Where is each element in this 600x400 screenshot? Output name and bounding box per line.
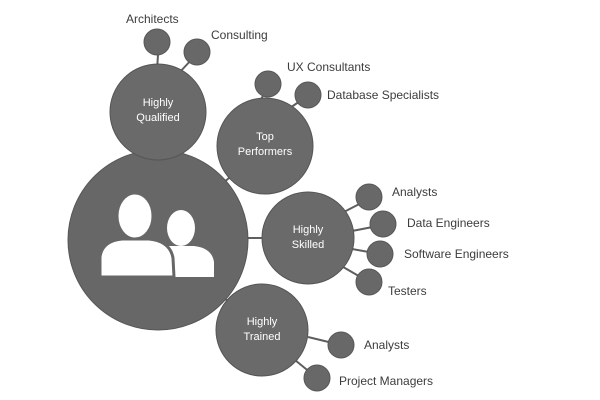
leaf-trained-analysts-label: Analysts (364, 338, 409, 352)
leaf-ux-dot (254, 70, 282, 98)
skilled-label-line2: Skilled (292, 239, 324, 251)
qualified-label-line1: Highly (143, 97, 174, 109)
node-highly-trained: Highly Trained Analysts Project Managers (215, 283, 433, 392)
trained-label-line1: Highly (247, 316, 278, 328)
leaf-project-managers-dot (303, 364, 331, 392)
top-label-line2: Performers (238, 146, 293, 158)
leaf-analysts-dot (355, 183, 383, 211)
node-highly-skilled: Highly Skilled Analysts Data Engineers S… (261, 183, 509, 298)
top-circle (216, 97, 314, 195)
leaf-architects-dot (143, 28, 171, 56)
leaf-consulting-label: Consulting (211, 28, 268, 42)
leaf-consulting-dot (183, 38, 211, 66)
leaf-ux-label: UX Consultants (287, 60, 370, 74)
node-top-performers: Top Performers UX Consultants Database S… (216, 60, 439, 195)
leaf-data-engineers-label: Data Engineers (407, 216, 490, 230)
qualified-label-line2: Qualified (136, 112, 179, 124)
leaf-testers-label: Testers (388, 284, 427, 298)
leaf-database-label: Database Specialists (327, 88, 439, 102)
leaf-testers-dot (355, 268, 383, 296)
leaf-trained-analysts-dot (327, 331, 355, 359)
team-node (67, 149, 249, 331)
trained-label-line2: Trained (244, 331, 281, 343)
leaf-analysts-label: Analysts (392, 185, 437, 199)
qualified-circle (109, 63, 207, 161)
trained-circle (215, 283, 309, 377)
top-label-line1: Top (256, 131, 274, 143)
leaf-software-engineers-label: Software Engineers (404, 247, 509, 261)
two-people-icon (98, 191, 214, 279)
leaf-software-engineers-dot (366, 240, 394, 268)
leaf-architects-label: Architects (126, 12, 179, 26)
skilled-circle (261, 191, 355, 285)
leaf-data-engineers-dot (369, 210, 397, 238)
leaf-database-dot (294, 81, 322, 109)
node-highly-qualified: Highly Qualified Architects Consulting (109, 12, 268, 161)
leaf-project-managers-label: Project Managers (339, 374, 433, 388)
skilled-label-line1: Highly (293, 224, 324, 236)
